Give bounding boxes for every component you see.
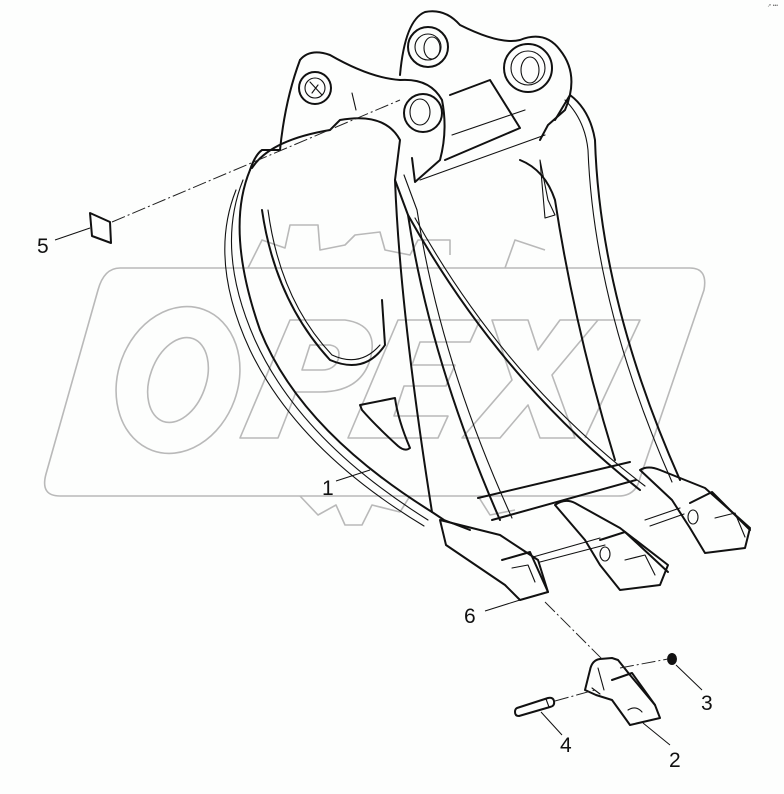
leader-lines (54, 227, 703, 746)
assembly-centerlines (111, 99, 669, 702)
tooth-adapter-assembly (439, 466, 751, 601)
retainer-washer (667, 653, 677, 665)
corner-mark: ↗ ••• (767, 3, 778, 9)
watermark-logo (43, 224, 706, 526)
callout-5: 5 (37, 235, 49, 258)
callout-2: 2 (669, 749, 681, 772)
callout-1: 1 (322, 477, 334, 500)
decal-plate (89, 212, 112, 244)
tooth-pin (514, 696, 556, 717)
callout-3: 3 (701, 692, 713, 715)
coupler-brackets (249, 10, 573, 183)
callout-6: 6 (464, 605, 476, 628)
tooth-tip (584, 657, 661, 726)
callout-4: 4 (560, 734, 572, 757)
bucket-body (224, 94, 681, 531)
